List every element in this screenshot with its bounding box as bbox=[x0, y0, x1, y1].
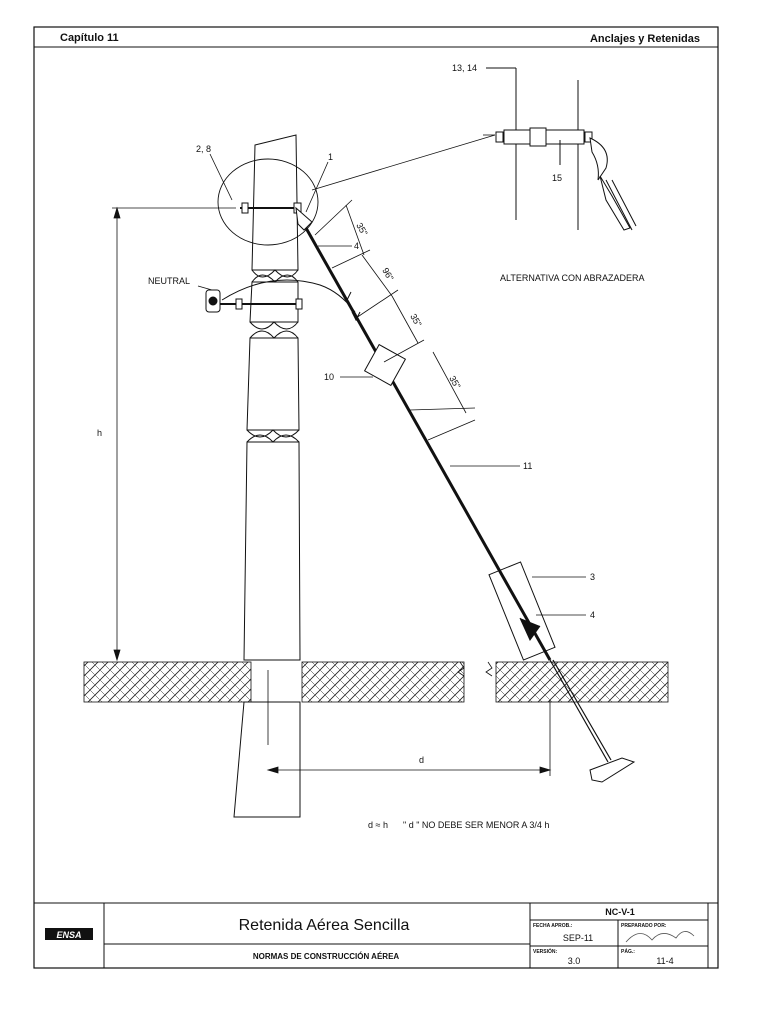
guy-strain-insulator bbox=[363, 343, 407, 387]
dimension-label: 35" bbox=[408, 312, 423, 328]
label-15: 15 bbox=[552, 173, 562, 183]
ground bbox=[83, 661, 669, 703]
preparado-por-label: PREPARADO POR: bbox=[621, 923, 667, 929]
leader-lines bbox=[197, 134, 586, 616]
note-d-approx-h: d ≈ h bbox=[368, 820, 388, 830]
fecha-aprob-value: SEP-11 bbox=[563, 933, 593, 943]
guy-dimension-lines bbox=[314, 199, 476, 441]
pole bbox=[233, 134, 301, 818]
label-13-14: 13, 14 bbox=[452, 63, 477, 73]
label-11: 11 bbox=[523, 461, 532, 471]
neutral-attachment bbox=[205, 279, 356, 313]
guy-guard bbox=[488, 561, 556, 661]
pag-value: 11-4 bbox=[656, 956, 673, 966]
label-neutral: NEUTRAL bbox=[148, 276, 190, 286]
label-alternativa: ALTERNATIVA CON ABRAZADERA bbox=[500, 273, 645, 283]
label-4-bottom: 4 bbox=[590, 610, 595, 620]
h-dimension bbox=[112, 206, 236, 662]
guy-wire bbox=[304, 227, 636, 783]
signature bbox=[625, 931, 695, 943]
ensa-logo: ENSA bbox=[45, 928, 93, 940]
detail-circle bbox=[217, 158, 319, 246]
section-label: Anclajes y Retenidas bbox=[590, 33, 700, 45]
label-10: 10 bbox=[324, 372, 334, 382]
drawing-title: Retenida Aérea Sencilla bbox=[239, 917, 410, 934]
alternativa-detail bbox=[486, 67, 637, 231]
fecha-aprob-label: FECHA APROB.: bbox=[533, 923, 573, 929]
version-value: 3.0 bbox=[568, 956, 581, 966]
guy-attachment bbox=[240, 202, 313, 231]
chapter-label: Capítulo 11 bbox=[60, 32, 119, 44]
pag-label: PÁG.: bbox=[621, 948, 635, 955]
label-3: 3 bbox=[590, 572, 595, 582]
title-block bbox=[103, 903, 709, 968]
note-d-minimum: " d " NO DEBE SER MENOR A 3/4 h bbox=[403, 820, 549, 830]
drawing-code: NC-V-1 bbox=[605, 907, 635, 917]
label-1: 1 bbox=[328, 152, 333, 162]
label-d: d bbox=[419, 755, 424, 765]
svg-text:ENSA: ENSA bbox=[56, 930, 81, 940]
drawing-subtitle: NORMAS DE CONSTRUCCIÓN AÉREA bbox=[253, 952, 400, 961]
d-dimension bbox=[266, 700, 552, 776]
dimension-label: 35" bbox=[447, 374, 462, 390]
outer-frame bbox=[33, 26, 719, 969]
label-4-top: 4 bbox=[354, 241, 359, 251]
label-h: h bbox=[97, 428, 102, 438]
dimension-label: 96" bbox=[380, 266, 395, 282]
label-2-8: 2, 8 bbox=[196, 144, 211, 154]
version-label: VERSIÓN: bbox=[533, 947, 558, 955]
